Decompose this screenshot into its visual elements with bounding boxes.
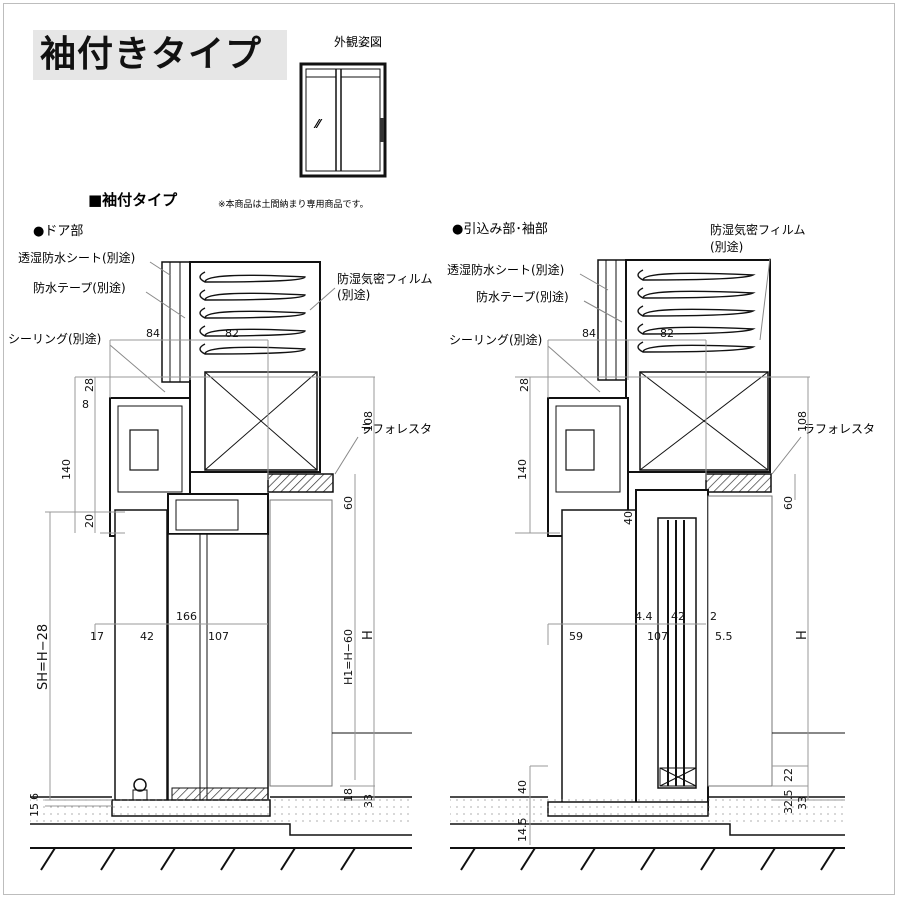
door-breathable-sheet-label: 透湿防水シート(別途): [18, 250, 135, 265]
side-dim-42: 42: [671, 610, 685, 623]
door-dim-6: 6: [28, 793, 41, 800]
side-rafores-label: ラフォレスタ: [803, 422, 875, 436]
side-dim-2: 2: [710, 610, 717, 623]
side-dim-h: H: [795, 630, 810, 640]
side-dim-40b: 40: [516, 780, 529, 794]
door-dim-84: 84: [146, 327, 160, 340]
door-section: ●ドア部 透湿防水シート(別途) 防: [8, 224, 433, 871]
door-dim-42: 42: [140, 630, 154, 643]
door-dim-107: 107: [208, 630, 229, 643]
door-dim-20: 20: [83, 514, 96, 528]
side-dim-107: 107: [647, 630, 668, 643]
side-dim-4-4: 4.4: [635, 610, 653, 623]
door-dim-h1: H1=H−60: [342, 629, 355, 685]
title-background: [33, 30, 287, 80]
door-dim-8: 8: [82, 398, 89, 411]
side-dim-108: 108: [796, 411, 809, 432]
door-vapor-film-note: (別途): [337, 287, 370, 302]
product-note: ※本商品は土間納まり専用商品です。: [218, 198, 369, 210]
section-heading: ■袖付タイプ: [88, 191, 178, 209]
side-dim-33: 33: [796, 796, 809, 810]
side-dim-5-5: 5.5: [715, 630, 733, 643]
door-dim-sh: SH=H−28: [36, 624, 51, 690]
door-dim-17: 17: [90, 630, 104, 643]
door-sealing-label: シーリング(別途): [8, 331, 101, 346]
side-dim-60: 60: [782, 496, 795, 510]
door-dim-15: 15: [28, 803, 41, 817]
page-title: 袖付きタイプ: [40, 34, 263, 75]
door-dim-166: 166: [176, 610, 197, 623]
side-dim-82: 82: [660, 327, 674, 340]
door-waterproof-tape-label: 防水テープ(別途): [33, 280, 126, 295]
side-waterproof-tape-label: 防水テープ(別途): [476, 289, 569, 304]
side-breathable-sheet-label: 透湿防水シート(別途): [447, 262, 564, 277]
door-dim-82: 82: [225, 327, 239, 340]
side-dim-84: 84: [582, 327, 596, 340]
side-sealing-label: シーリング(別途): [449, 332, 542, 347]
door-dim-33: 33: [362, 794, 375, 808]
side-dim-32-5: 32.5: [782, 790, 795, 815]
door-dim-60: 60: [342, 496, 355, 510]
side-dim-22: 22: [782, 768, 795, 782]
side-section: ●引込み部･袖部 防湿気密フィルム (別途) 透湿防水シート(別途): [447, 222, 875, 871]
door-dim-108: 108: [362, 411, 375, 432]
svg-text:⁄⁄: ⁄⁄: [313, 117, 323, 131]
side-dim-40: 40: [622, 511, 635, 525]
side-vapor-film-label: 防湿気密フィルム: [710, 222, 806, 237]
door-dim-h: H: [361, 630, 376, 640]
door-dim-28: 28: [83, 378, 96, 392]
door-vapor-film-label: 防湿気密フィルム: [337, 271, 433, 286]
exterior-elevation: 外観姿図 ⁄⁄: [299, 35, 387, 178]
side-dim-140: 140: [516, 459, 529, 480]
side-dim-14-5: 14.5: [516, 818, 529, 843]
door-rafores-label: ラフォレスタ: [360, 422, 432, 436]
door-heading: ●ドア部: [33, 224, 83, 239]
side-dim-59: 59: [569, 630, 583, 643]
side-heading: ●引込み部･袖部: [452, 222, 548, 237]
side-dim-28: 28: [518, 378, 531, 392]
door-dim-140: 140: [60, 459, 73, 480]
image-frame: [3, 3, 895, 895]
exterior-view-label: 外観姿図: [334, 35, 382, 49]
side-vapor-film-note: (別途): [710, 239, 743, 254]
door-dim-18: 18: [342, 788, 355, 802]
